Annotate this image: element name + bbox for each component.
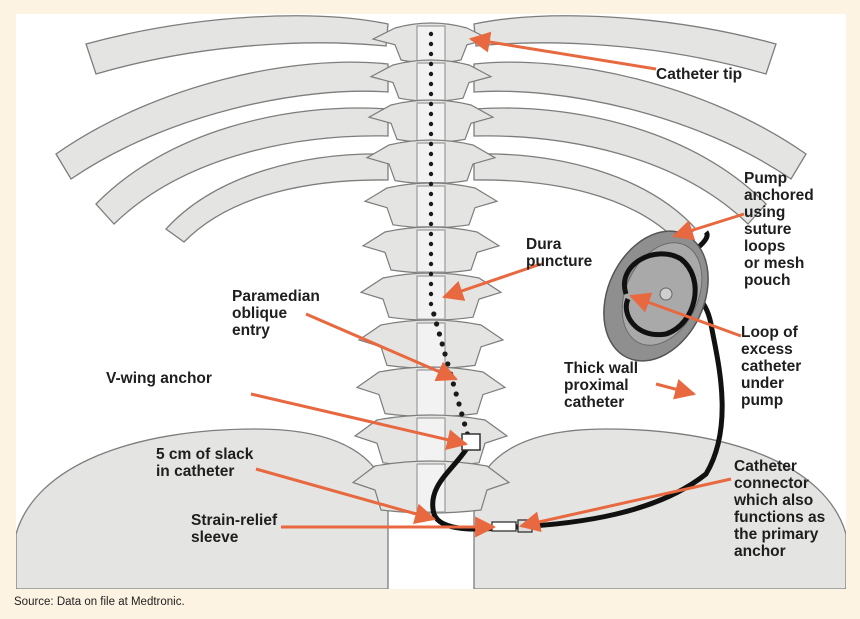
catheter-dot — [462, 421, 467, 426]
catheter-dot — [429, 212, 433, 216]
catheter-dot — [429, 82, 433, 86]
catheter-dot — [429, 222, 433, 226]
catheter-dot — [429, 112, 433, 116]
catheter-dot — [451, 381, 456, 386]
catheter-dot — [434, 321, 439, 326]
catheter-dot — [437, 331, 442, 336]
label-strain-relief: Strain-relief sleeve — [191, 512, 277, 546]
catheter-dot — [429, 262, 433, 266]
catheter-dot — [429, 232, 433, 236]
catheter-dot — [445, 361, 450, 366]
strain-relief-sleeve — [492, 522, 516, 531]
catheter-dot — [440, 341, 445, 346]
vertebra — [357, 367, 505, 417]
catheter-dot — [429, 92, 433, 96]
catheter-dot — [429, 162, 433, 166]
catheter-dot — [429, 182, 433, 186]
catheter-dot — [429, 242, 433, 246]
label-pump-anchored: Pump anchored using suture loops or mesh… — [744, 170, 814, 289]
arrow-thick-wall — [656, 384, 694, 394]
catheter-dot — [429, 192, 433, 196]
catheter-dot — [429, 132, 433, 136]
catheter-dot — [429, 142, 433, 146]
figure-panel: Catheter tip Pump anchored using suture … — [16, 14, 846, 589]
catheter-dot — [429, 102, 433, 106]
catheter-dot — [429, 32, 433, 36]
source-note: Source: Data on file at Medtronic. — [14, 596, 185, 608]
catheter-dot — [429, 62, 433, 66]
catheter-dot — [429, 252, 433, 256]
catheter-dot — [459, 411, 464, 416]
label-thick-wall: Thick wall proximal catheter — [564, 360, 638, 411]
catheter-dot — [429, 42, 433, 46]
vertebra — [361, 273, 501, 320]
catheter-dot — [429, 292, 433, 296]
catheter-dot — [429, 172, 433, 176]
vertebra — [359, 320, 503, 368]
catheter-dot — [454, 391, 459, 396]
label-v-wing-anchor: V-wing anchor — [106, 370, 212, 387]
illustration — [16, 14, 846, 589]
catheter-dot — [456, 401, 461, 406]
catheter-dot — [429, 302, 433, 306]
catheter-dot — [429, 152, 433, 156]
label-slack: 5 cm of slack in catheter — [156, 446, 253, 480]
label-catheter-tip: Catheter tip — [656, 66, 742, 83]
v-wing-anchor — [462, 434, 480, 450]
catheter-dot — [429, 202, 433, 206]
catheter-dot — [442, 351, 447, 356]
catheter-dot — [429, 282, 433, 286]
label-loop-of-excess: Loop of excess catheter under pump — [741, 324, 801, 409]
catheter-dot — [429, 122, 433, 126]
label-catheter-connector: Catheter connector which also functions … — [734, 458, 825, 560]
catheter-dot — [429, 272, 433, 276]
spine — [353, 23, 509, 513]
label-paramedian-entry: Paramedian oblique entry — [232, 288, 320, 339]
catheter-dot — [429, 52, 433, 56]
label-dura-puncture: Dura puncture — [526, 236, 592, 270]
catheter-dot — [431, 311, 436, 316]
catheter-dot — [429, 72, 433, 76]
pump-port — [660, 288, 672, 300]
